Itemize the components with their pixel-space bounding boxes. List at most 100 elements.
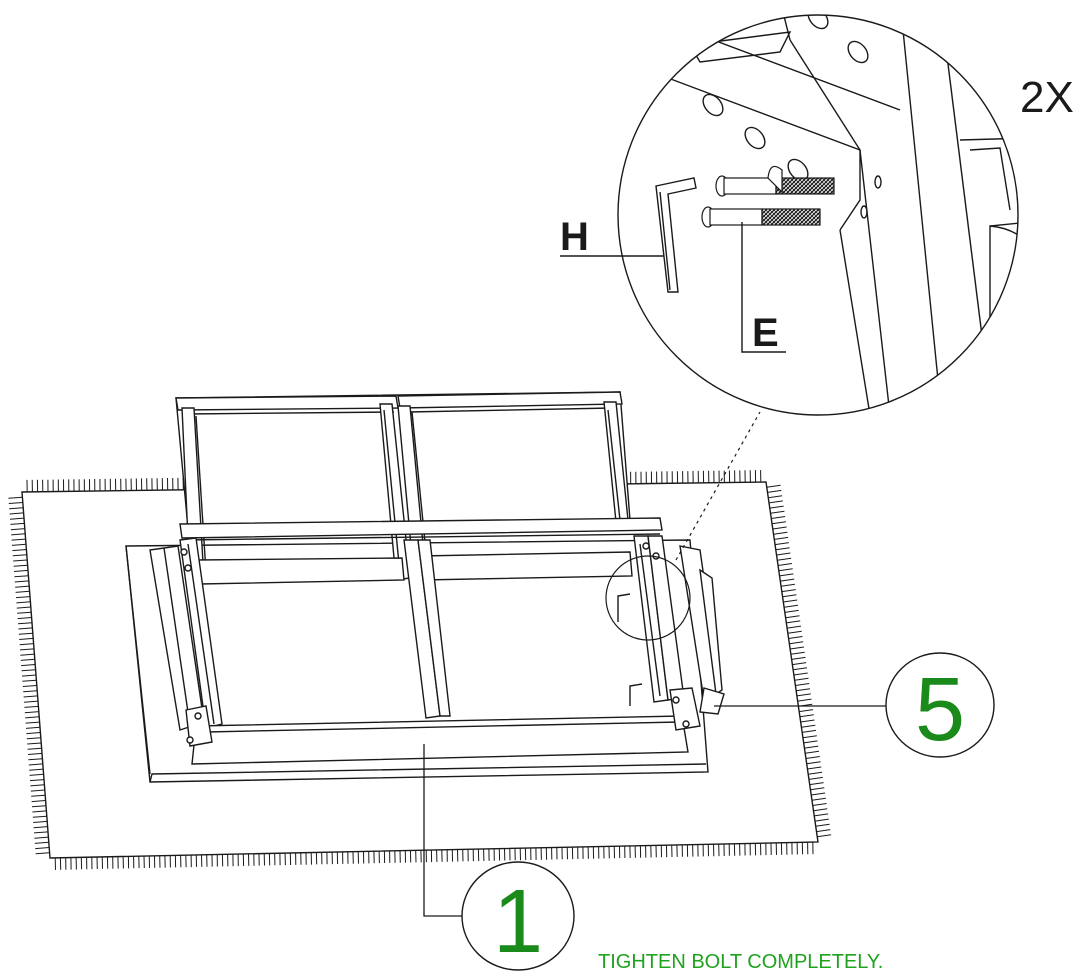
fringe-strand	[787, 630, 802, 634]
fringe-strand	[812, 803, 827, 806]
fringe-strand	[789, 641, 804, 645]
quantity-label: 2X	[1020, 73, 1074, 122]
fringe-strand	[15, 585, 30, 588]
fringe-strand	[811, 797, 826, 801]
fringe-strand	[21, 674, 37, 677]
fringe-strand	[794, 677, 809, 681]
fringe-strand	[22, 679, 37, 682]
fringe-strand	[14, 575, 29, 578]
fringe-strand	[30, 789, 45, 792]
fringe-strand	[799, 709, 814, 713]
fringe-strand	[784, 609, 799, 613]
fringe-strand	[816, 829, 831, 833]
fringe-strand	[33, 831, 49, 834]
fringe-strand	[801, 724, 816, 728]
fringe-strand	[19, 648, 35, 651]
fringe-strand	[815, 823, 830, 827]
fringe-strand	[27, 747, 42, 750]
fringe-strand	[793, 667, 808, 671]
fringe-strand	[23, 690, 38, 693]
fringe-strand	[33, 820, 48, 823]
fringe-strand	[796, 693, 811, 697]
fringe-strand	[18, 627, 33, 630]
fringe-strand	[19, 643, 34, 646]
fringe-strand	[20, 653, 35, 656]
fringe-strand	[11, 533, 26, 536]
fringe-strand	[17, 611, 32, 614]
fringe-strand	[814, 813, 829, 817]
fringe-strand	[772, 526, 787, 530]
fringe-strand	[774, 536, 789, 540]
fringe-strand	[797, 698, 812, 702]
fringe-strand	[19, 637, 34, 640]
callout-number-5: 5	[915, 660, 965, 760]
fringe-strand	[35, 847, 50, 850]
fringe-strand	[28, 763, 43, 766]
mat-fringe	[8, 470, 832, 870]
fringe-strand	[34, 841, 49, 844]
fringe-strand	[13, 559, 28, 562]
fringe-strand	[778, 568, 793, 572]
fringe-strand	[14, 580, 29, 583]
fringe-strand	[810, 787, 825, 791]
fringe-strand	[29, 779, 45, 782]
fringe-strand	[814, 818, 829, 822]
fringe-strand	[12, 549, 27, 552]
fringe-strand	[25, 726, 41, 729]
fringe-strand	[781, 589, 796, 593]
fringe-strand	[766, 484, 781, 488]
fringe-strand	[783, 599, 798, 603]
callout-circle-1: 1	[461, 861, 575, 972]
callout-circle-5: 5	[885, 652, 995, 760]
fringe-strand	[12, 554, 27, 557]
fringe-strand	[802, 729, 817, 733]
fringe-strand	[769, 505, 784, 509]
fringe-strand	[33, 826, 48, 829]
callout-leaders	[423, 705, 888, 917]
fringe-strand	[808, 776, 823, 780]
fringe-strand	[792, 662, 807, 666]
fringe-strand	[802, 735, 817, 739]
fringe-strand	[778, 563, 792, 566]
fringe-strand	[768, 495, 783, 499]
fringe-strand	[16, 601, 31, 604]
hex-key-h	[655, 177, 697, 293]
fringe-strand	[771, 516, 786, 519]
fringe-strand	[788, 636, 803, 639]
fringe-strand	[29, 773, 44, 776]
fringe-strand	[813, 808, 828, 812]
fringe-strand	[782, 594, 797, 598]
fringe-strand	[790, 646, 805, 650]
fringe-strand	[817, 834, 832, 838]
fringe-strand	[806, 761, 821, 765]
fringe-strand	[11, 538, 26, 541]
fringe-strand	[8, 496, 23, 499]
fringe-strand	[790, 651, 805, 655]
fringe-strand	[799, 714, 814, 718]
fringe-strand	[21, 669, 36, 672]
instruction-text: TIGHTEN BOLT COMPLETELY.	[598, 951, 883, 973]
fringe-strand	[779, 573, 794, 577]
fringe-strand	[31, 800, 46, 803]
fringe-strand	[811, 792, 826, 796]
fringe-strand	[780, 578, 795, 582]
fringe-strand	[34, 836, 49, 839]
fringe-strand	[809, 782, 824, 786]
fringe-strand	[13, 569, 29, 572]
fringe-strand	[30, 784, 45, 787]
fringe-strand	[781, 583, 795, 587]
fringe-strand	[25, 716, 40, 719]
zoom-detail	[560, 14, 1019, 416]
fringe-strand	[800, 719, 815, 723]
fringe-strand	[777, 557, 792, 561]
fringe-strand	[15, 596, 31, 599]
fringe-strand	[774, 542, 789, 546]
fringe-strand	[13, 564, 28, 567]
fringe-strand	[28, 758, 43, 761]
fringe-strand	[32, 810, 47, 813]
fringe-strand	[23, 700, 39, 703]
fringe-strand	[805, 750, 820, 754]
fringe-strand	[784, 604, 798, 608]
fringe-strand	[26, 737, 41, 740]
callout-number-1: 1	[493, 872, 543, 972]
